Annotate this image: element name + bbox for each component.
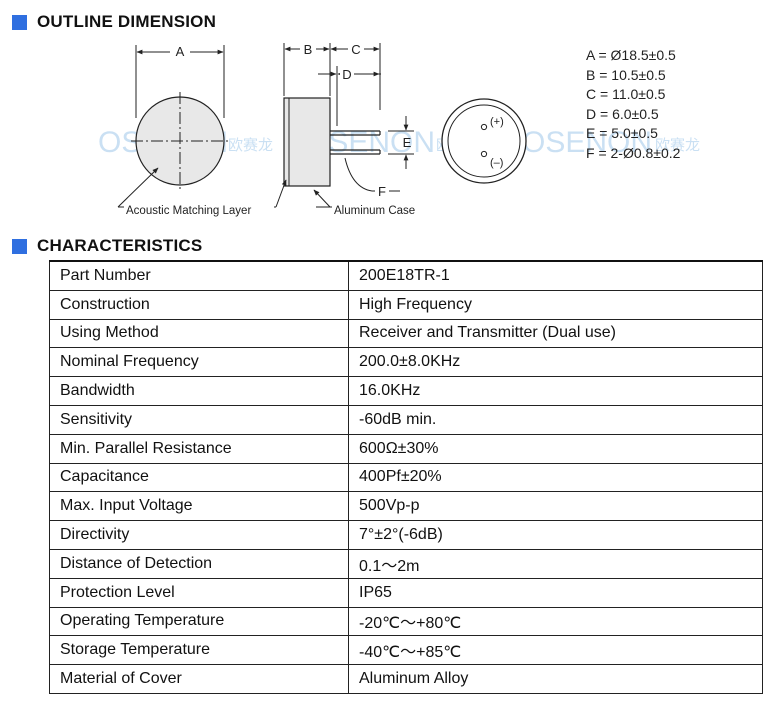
characteristic-label: Protection Level [49,577,349,608]
characteristic-value: 200.0±8.0KHz [348,347,763,378]
dim-label-e: E [403,135,412,150]
bottom-view: (+) (–) [441,98,527,184]
watermark-cjk-1: 欧赛龙 [228,136,273,154]
characteristic-label: Sensitivity [49,404,349,435]
dimension-spec-list: A = Ø18.5±0.5 B = 10.5±0.5 C = 11.0±0.5 D =… [586,46,680,163]
characteristics-section-header: CHARACTERISTICS [12,236,202,256]
callout-acoustic-layer: Acoustic Matching Layer [126,205,251,217]
dimension-spec-item: B = 10.5±0.5 [586,66,666,83]
outline-title: OUTLINE DIMENSION [37,12,217,31]
dimension-spec-item: E = 5.0±0.5 [586,125,658,141]
characteristic-value: 7°±2°(-6dB) [348,520,763,550]
bottom-inner-ring [447,104,521,178]
characteristic-label: Max. Input Voltage [49,491,349,522]
characteristic-label: Storage Temperature [49,635,349,666]
section-marker-icon [12,14,27,30]
characteristic-value: -60dB min. [348,404,763,435]
dim-label-b: B [304,42,313,57]
dimension-spec-item: A = Ø18.5±0.5 [586,47,676,63]
characteristic-label: Distance of Detection [49,548,349,579]
dimension-spec-item: C = 11.0±0.5 [586,86,666,102]
characteristic-value: -40℃～+85℃ [348,635,763,666]
characteristic-value: 400Pf±20% [348,462,763,493]
characteristic-label: Min. Parallel Resistance [49,433,349,464]
characteristic-value: 200E18TR-1 [348,259,763,291]
characteristic-value: -20℃～+80℃ [348,606,763,637]
characteristic-value: 500Vp-p [348,491,763,522]
characteristic-label: Nominal Frequency [49,347,349,378]
callouts: Acoustic Matching Layer Aluminum Case [117,167,426,217]
dim-label-f: F [378,184,386,199]
characteristic-value: High Frequency [348,289,763,320]
dim-label-a: A [176,44,185,59]
side-view: B C D E F [283,42,414,199]
characteristic-label: Capacitance [49,462,349,493]
dim-label-d: D [342,67,351,82]
characteristic-value: 16.0KHz [348,376,763,406]
characteristic-value: 600Ω±30% [348,433,763,464]
watermark-text-3: OSENON [522,126,652,159]
characteristic-label: Bandwidth [49,376,349,406]
characteristic-value: Receiver and Transmitter (Dual use) [348,318,763,349]
side-body [283,97,331,187]
dimension-spec-item: F = 2-Ø0.8±0.2 [586,144,681,161]
section-marker-icon [12,238,27,254]
characteristic-value: IP65 [348,577,763,608]
characteristic-value: 0.1～2m [348,548,763,579]
characteristic-label: Material of Cover [49,664,349,694]
outline-diagram: OSENON 欧赛龙 OSENON 欧赛龙 OSENON 欧赛龙 A B [98,42,700,217]
terminal-minus-pin [480,150,488,158]
outline-section-header: OUTLINE DIMENSION [12,12,216,32]
characteristic-label: Using Method [49,318,349,349]
callout-aluminum-case: Aluminum Case [334,205,415,217]
characteristic-label: Operating Temperature [49,606,349,637]
table-row: Operating Temperature-20℃～+80℃ [49,606,763,637]
characteristics-title: CHARACTERISTICS [37,236,203,255]
table-row: Sensitivity-60dB min. [49,404,763,435]
characteristic-label: Part Number [49,259,349,291]
dim-label-c: C [351,42,360,57]
characteristic-label: Construction [49,289,349,320]
front-view: A [131,44,229,190]
characteristic-label: Directivity [49,520,349,550]
terminal-minus-label: (–) [490,157,503,169]
dimension-spec-item: D = 6.0±0.5 [586,105,659,122]
terminal-plus-label: (+) [490,116,504,128]
watermark-cjk-3: 欧赛龙 [655,136,700,154]
characteristic-value: Aluminum Alloy [348,664,763,694]
table-row: Storage Temperature-40℃～+85℃ [49,635,763,666]
terminal-plus-pin [480,123,488,131]
